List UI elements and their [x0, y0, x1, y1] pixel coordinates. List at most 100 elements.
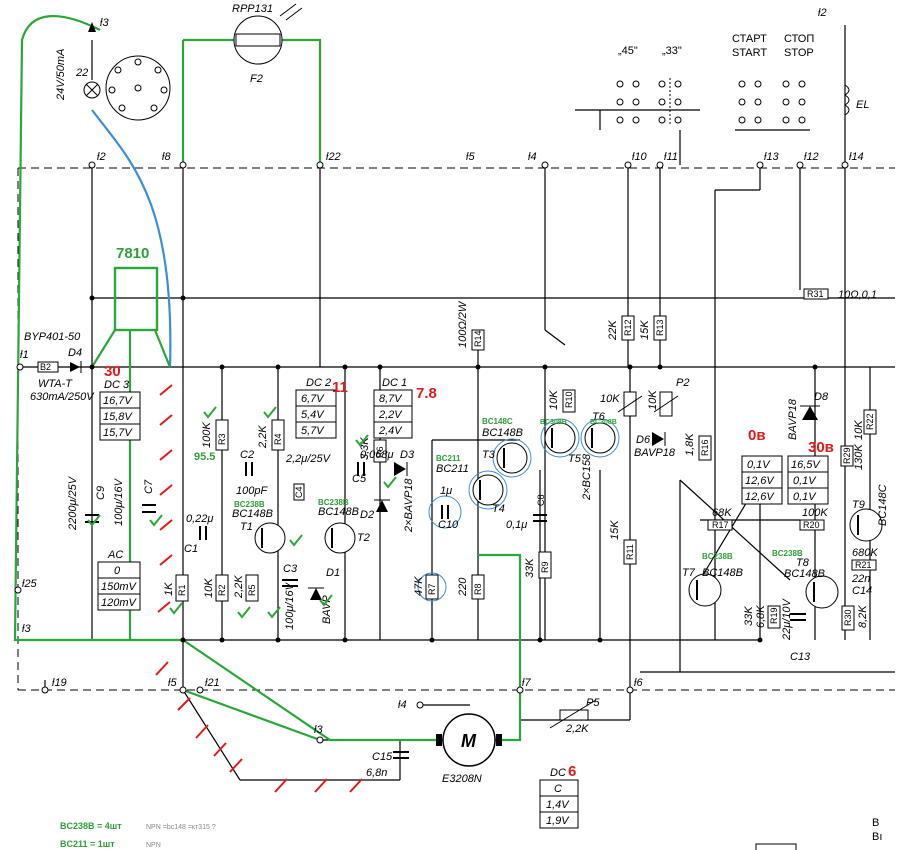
d1-type: BAVP [321, 595, 333, 624]
term-t3-top: ƚ3 [100, 17, 109, 29]
dc2-value-2: 5,4V [301, 409, 325, 421]
r21-value: 680K [852, 547, 878, 559]
t3-green: BC148C [482, 417, 513, 426]
din-socket [105, 55, 171, 121]
lamp-22: 22 24V/50mA [55, 22, 101, 101]
start-en: START [732, 47, 767, 59]
term-t12: ƚ12 [804, 151, 819, 163]
c8-value: 0,1μ [506, 519, 527, 531]
p2-value: 10K [647, 390, 659, 410]
annot-6: 6 [568, 763, 576, 780]
term-t22: ƚ22 [326, 151, 341, 163]
r3-value: 100K [201, 422, 213, 448]
r2-value: 10K [203, 578, 215, 598]
annot-95-5: 95.5 [194, 451, 215, 463]
dc2-value-3: 5,7V [301, 425, 325, 437]
term-t5-bot: ƚ5 [168, 677, 177, 689]
c9-label: C9 [95, 486, 107, 500]
ldr-name: RPP131 [232, 3, 273, 15]
t2-green: BC238B [318, 498, 349, 507]
dc1-label: DC 1 [382, 377, 407, 389]
regulator-label: 7810 [116, 245, 149, 262]
p5-value: 2,2K [565, 723, 589, 735]
corner-b2: Bı [872, 831, 882, 843]
c5-label: C5 [352, 473, 367, 485]
stage-3: BC308B T5 BC308B T6 2×BC158 R10 10K R12 … [540, 315, 829, 565]
r18-value: 33K [743, 606, 755, 626]
annot-7-8: 7.8 [416, 385, 437, 402]
dc-b-3: 0,1V [793, 491, 817, 503]
note-1: BC238B = 4шт [60, 821, 122, 831]
c2-label: C2 [240, 449, 254, 461]
terminal-dots [14, 161, 849, 744]
term-t21: ƚ21 [205, 677, 220, 689]
r30-value: 8,2K [857, 605, 869, 628]
r21-label: R21 [855, 560, 872, 570]
r1-value: 1K [163, 582, 175, 596]
relay-coil-el: EL [844, 84, 869, 116]
diode-type: BYP401-50 [24, 331, 81, 343]
motor-dc-label: DC [550, 767, 566, 779]
d6-label: D6 [636, 434, 651, 446]
r14-label: R14 [473, 330, 483, 347]
stop-ru: СТОП [784, 33, 814, 45]
t8-type: BC148B [784, 568, 825, 580]
annot-11: 11 [332, 379, 348, 396]
green-checks [87, 406, 397, 619]
term-t25: ƚ25 [22, 578, 38, 590]
input-section: BYP401-50 D4 B2 WTA-T 630mA/250V 2200μ/2… [24, 331, 156, 611]
start-ru: СТАРТ [732, 33, 767, 45]
c1-value: 0,22μ [186, 513, 213, 525]
ac-value-2: 150mV [101, 581, 138, 593]
r13-value: 15K [639, 320, 651, 340]
stage-1: R3 100K R4 2,2K C2 100pF 0,22μ C1 BC238B… [163, 377, 370, 630]
t56-type: 2×BC158 [581, 453, 593, 501]
t6-green: BC308B [590, 419, 617, 426]
r10-value: 10K [548, 390, 560, 410]
dc3-value-1: 16,7V [103, 395, 133, 407]
term-t19: ƚ19 [52, 677, 67, 689]
d2-label: D2 [360, 509, 374, 521]
t6-label: T6 [592, 411, 606, 423]
regulator-7810-box [113, 266, 159, 332]
term-t8: ƚ8 [162, 151, 171, 163]
c13-label: C13 [790, 651, 811, 663]
speed-33: „33" [662, 45, 682, 57]
fuse-b2: B2 [40, 362, 51, 372]
ldr-f2: RPP131 F2 [232, 3, 303, 85]
diode-d4: D4 [68, 347, 82, 359]
c9-value: 2200μ/25V [67, 475, 79, 531]
r11-value: 15K [609, 520, 621, 540]
motor-type: E3208N [442, 773, 482, 785]
t9-label: T9 [852, 499, 865, 511]
fuse-rating: 630mA/250V [30, 391, 95, 403]
t7-type: BC148B [702, 567, 743, 579]
dc2-value-1: 6,7V [301, 393, 325, 405]
c8-label: C8 [536, 494, 546, 506]
r7-label: R7 [427, 583, 437, 595]
dc3-value-3: 15,7V [103, 427, 133, 439]
dc1-value-3: 2,4V [378, 425, 403, 437]
t4-green: BC211 [436, 454, 461, 463]
d23-type: 2×BAVP18 [403, 478, 415, 533]
t9-type: BC148C [877, 484, 889, 526]
r17-label: R17 [712, 520, 729, 530]
speed-45: „45" [618, 45, 638, 57]
c5-value: 0,068μ [360, 449, 394, 461]
stop-en: STOP [784, 47, 814, 59]
note-1-extra: NPN =bc148 =кт315 ? [146, 824, 216, 831]
dc-a-3: 12,6V [745, 491, 775, 503]
p2-label: P2 [676, 377, 689, 389]
motor-section: M E3208N C15 6,8n P5 2,2K DC C 1,4V 1,9V [366, 697, 600, 829]
c15-value: 6,8n [366, 767, 387, 779]
term-t6: ƚ6 [634, 677, 643, 689]
motor-symbol: M [461, 731, 477, 751]
motor-dc-3: 1,9V [546, 815, 570, 827]
r5-value: 2,2K [233, 575, 245, 599]
start-stop-switches [738, 80, 806, 124]
d8-label: D8 [814, 391, 829, 403]
term-t11: ƚ11 [664, 151, 678, 163]
motor-dc-2: 1,4V [546, 799, 570, 811]
term-t2-right: ƚ2 [818, 7, 827, 19]
r4-value: 2,2K [257, 425, 269, 449]
